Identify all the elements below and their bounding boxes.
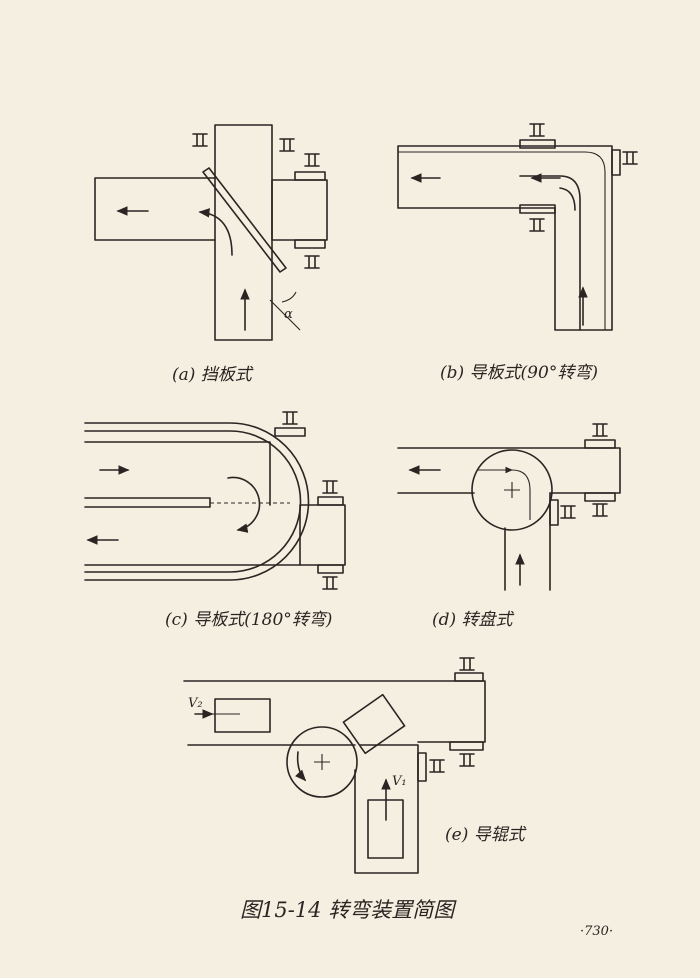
diagram-e-roller: V₂ V₁ (183, 657, 486, 874)
diagram-a-baffle: α (94, 124, 328, 341)
page-number: ·730· (580, 924, 613, 939)
figure-title: 图15-14 转弯装置简图 (240, 898, 457, 922)
diagram-c-guide-180 (84, 411, 346, 590)
diagram-d-turntable (397, 423, 621, 591)
caption-e: (e) 导辊式 (445, 825, 527, 845)
angle-alpha-label: α (284, 307, 293, 322)
diagram-b-guide-90 (397, 123, 638, 331)
caption-c: (c) 导板式(180°转弯) (165, 610, 332, 630)
velocity-v2-label: V₂ (188, 696, 203, 711)
velocity-v1-label: V₁ (392, 774, 407, 789)
caption-a: (a) 挡板式 (172, 365, 254, 385)
caption-d: (d) 转盘式 (432, 610, 515, 630)
caption-b: (b) 导板式(90°转弯) (440, 363, 598, 383)
